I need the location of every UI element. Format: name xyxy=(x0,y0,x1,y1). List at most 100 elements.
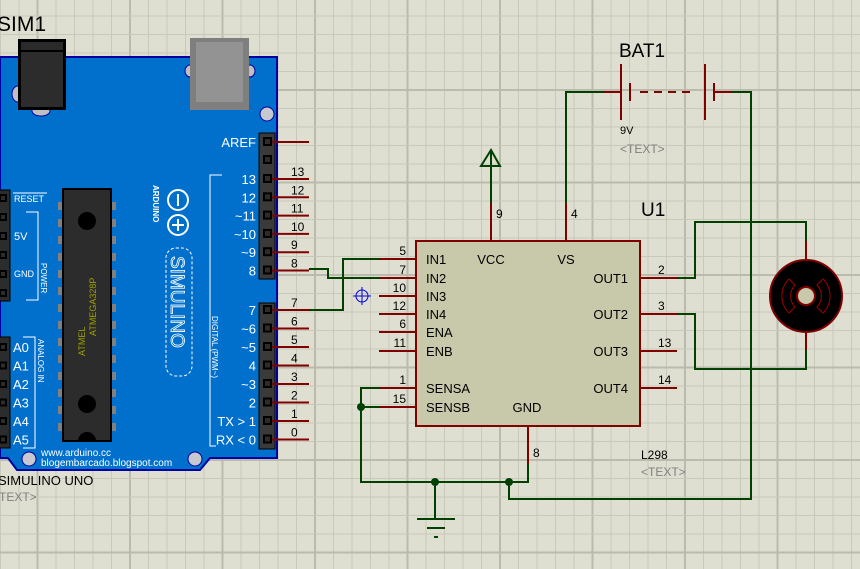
pin-number: 4 xyxy=(571,207,578,221)
pin-name: OUT4 xyxy=(593,381,628,396)
ground-icon[interactable] xyxy=(417,518,455,538)
digital-pin-label: ~3 xyxy=(241,377,256,392)
pin-number: 9 xyxy=(496,207,503,221)
reset-label: RESET xyxy=(14,194,45,204)
arduino-ref: SIM1 xyxy=(0,13,46,36)
mcu-maker: ATMEL xyxy=(77,327,87,356)
pin-number: 11 xyxy=(394,336,407,350)
arduino-logo: ARDUINO SIMULINO xyxy=(151,185,193,377)
pin-name: SENSA xyxy=(426,381,470,396)
battery[interactable] xyxy=(604,64,732,120)
pin-number: 10 xyxy=(393,281,407,295)
digital-pin-label: ~5 xyxy=(241,340,256,355)
digital-pin-number: 11 xyxy=(291,202,304,216)
battery-ref: BAT1 xyxy=(619,41,665,62)
pin-name: VCC xyxy=(477,252,504,267)
digital-pin-number: 9 xyxy=(291,238,298,252)
analog-pin-label: A5 xyxy=(13,433,29,448)
battery-value: 9V xyxy=(620,125,634,137)
pin-number: 6 xyxy=(399,317,406,331)
digital-pin-number: 10 xyxy=(291,220,305,234)
digital-pin-label: 12 xyxy=(242,190,256,205)
mounting-hole xyxy=(187,451,203,467)
pin-number: 14 xyxy=(658,373,672,387)
driver-ref: U1 xyxy=(641,200,665,221)
mounting-hole xyxy=(259,106,275,122)
wires xyxy=(309,91,807,519)
arduino-board[interactable]: ATMEL ATMEGA328P ARDUINO SIMULINO RESET … xyxy=(0,38,309,471)
pin-name: IN4 xyxy=(426,307,446,322)
dc-motor-icon[interactable] xyxy=(769,241,843,350)
pin-name: VS xyxy=(557,252,575,267)
digital-pin-number: 3 xyxy=(291,370,298,384)
pin-name: GND xyxy=(513,400,542,415)
junction-dot xyxy=(431,478,439,486)
digital-pin-label: TX > 1 xyxy=(217,414,256,429)
dc-jack xyxy=(11,39,66,117)
digital-pin-label: 7 xyxy=(249,303,256,318)
digital-pin-label: ~6 xyxy=(241,322,256,337)
pin-number: 5 xyxy=(399,244,406,258)
digital-pin-label: 8 xyxy=(249,264,256,279)
pin-number: 2 xyxy=(658,263,665,277)
power-terminal-icon[interactable] xyxy=(479,148,502,167)
mcu-part: ATMEGA328P xyxy=(88,278,98,336)
digital-pin-label: ~10 xyxy=(234,227,256,242)
crosshair-cursor-icon xyxy=(353,287,371,305)
usb-connector xyxy=(184,38,256,110)
analog-pin-label: A1 xyxy=(13,359,29,374)
l298-driver[interactable]: 5IN17IN210IN312IN46ENA11ENB1SENSA15SENSB… xyxy=(379,203,677,464)
arduino-logo-text: ARDUINO xyxy=(151,185,160,222)
pin-name: IN1 xyxy=(426,252,446,267)
pin-number: 3 xyxy=(658,299,665,313)
digital-label: DIGITAL (PWM~) xyxy=(210,316,219,378)
pin-name: SENSB xyxy=(426,400,470,415)
digital-pin-label: ~11 xyxy=(235,209,256,224)
digital-pin-label: 13 xyxy=(242,172,256,187)
driver-body xyxy=(415,240,641,427)
arduino-name: SIMULINO UNO xyxy=(0,473,93,488)
digital-pin-number: 0 xyxy=(291,426,298,440)
mounting-hole xyxy=(21,451,37,467)
digital-pin-number: 8 xyxy=(291,257,298,271)
digital-pin-number: 12 xyxy=(291,183,305,197)
pin-number: 1 xyxy=(399,373,406,387)
pin-number: 7 xyxy=(399,263,406,277)
analog-pin-label: A0 xyxy=(13,340,29,355)
pin-number: 8 xyxy=(533,446,540,460)
digital-pin-number: 5 xyxy=(291,333,298,347)
wire-battery-motor xyxy=(508,91,752,500)
wire-out1-motor xyxy=(676,221,807,279)
board-url-2: blogembarcado.blogspot.com xyxy=(41,458,172,469)
digital-pin-label: 4 xyxy=(249,359,256,374)
digital-pin-label: 2 xyxy=(249,396,256,411)
wire-vs-battery xyxy=(565,91,604,203)
plus-icon xyxy=(167,214,189,236)
arduino-text-placeholder: <TEXT> xyxy=(0,490,37,504)
board-url-1: www.arduino.cc xyxy=(40,448,111,459)
driver-part: L298 xyxy=(641,448,668,462)
power-gnd-label: GND xyxy=(14,269,35,279)
wire-out2-motor xyxy=(676,313,807,370)
power-5v-label: 5V xyxy=(14,231,28,243)
pin-number: 15 xyxy=(393,392,407,406)
analog-pin-label: A3 xyxy=(13,396,29,411)
brand-text: SIMULINO xyxy=(166,256,187,348)
pin-name: ENA xyxy=(426,325,453,340)
digital-pin-number: 7 xyxy=(291,296,298,310)
pin-name: IN2 xyxy=(426,271,446,286)
wire-d8-in2 xyxy=(309,268,388,279)
power-label: POWER xyxy=(39,263,48,293)
pin-name: ENB xyxy=(426,344,453,359)
battery-text-placeholder: <TEXT> xyxy=(620,142,665,156)
pin-number: 12 xyxy=(393,299,407,313)
digital-pin-number: 2 xyxy=(291,389,298,403)
driver-text-placeholder: <TEXT> xyxy=(641,465,686,479)
digital-pin-number: 6 xyxy=(291,315,298,329)
pin-name: OUT1 xyxy=(593,271,628,286)
digital-pin-number: 4 xyxy=(291,352,298,366)
minus-icon xyxy=(167,189,189,211)
junctions xyxy=(357,403,513,486)
